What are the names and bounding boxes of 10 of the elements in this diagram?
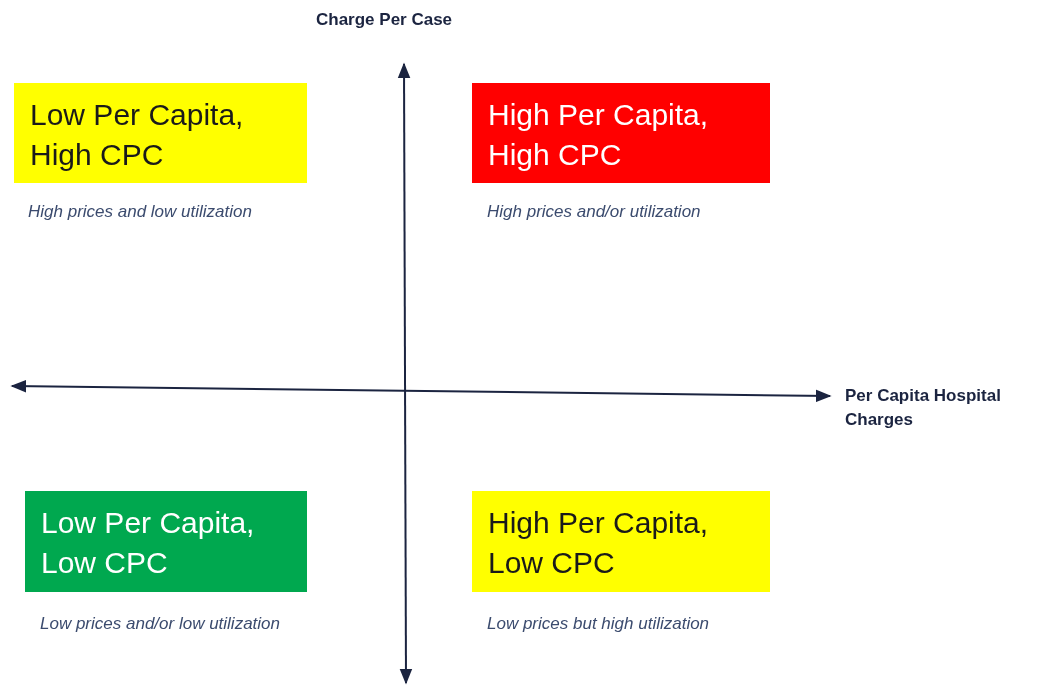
- axis-title: Charge Per Case: [316, 9, 453, 31]
- quadrant-box: Low Per Capita, Low CPC: [25, 491, 307, 592]
- axis-title: Per Capita Hospital Charges: [845, 385, 1002, 431]
- quadrant-description: Low prices but high utilization: [487, 614, 710, 634]
- quadrant-box: High Per Capita, High CPC: [472, 83, 770, 183]
- quadrant-description: High prices and low utilization: [28, 202, 252, 222]
- quadrant-description: Low prices and/or low utilization: [40, 614, 280, 634]
- quadrant-box: High Per Capita, Low CPC: [472, 491, 770, 592]
- quadrant-description: High prices and/or utilization: [487, 202, 701, 222]
- quadrant-box: Low Per Capita, High CPC: [14, 83, 307, 183]
